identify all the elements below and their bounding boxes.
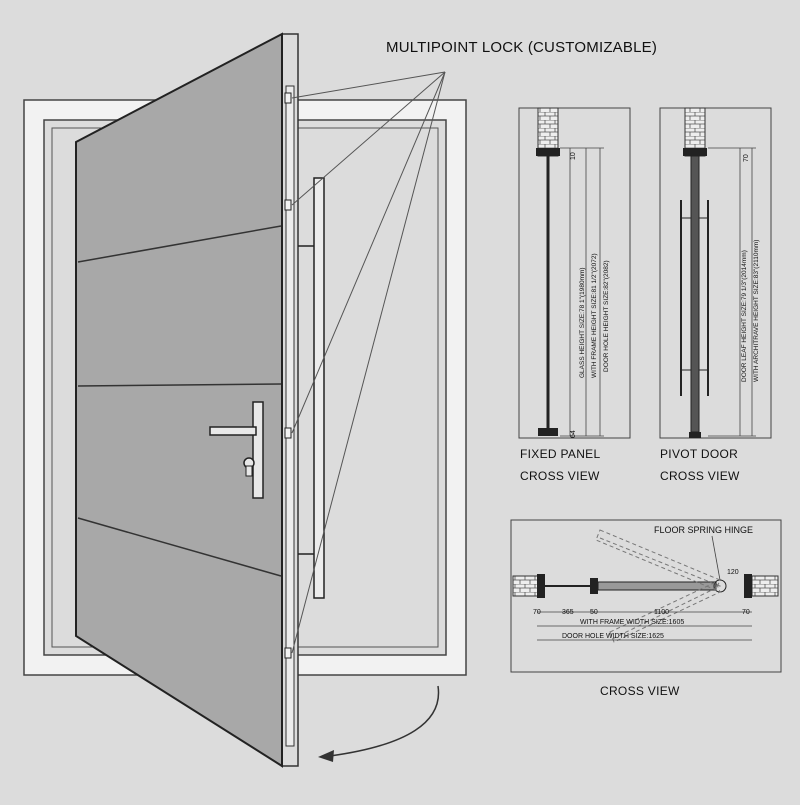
pivot-door-caption-1: PIVOT DOOR — [660, 447, 739, 461]
pivot-door-caption-2: CROSS VIEW — [660, 469, 740, 483]
plan-view-box — [510, 519, 782, 673]
plan-swing-arc — [599, 537, 722, 641]
pivot-door-dim-2: WITH ARCHITRAVE HEIGHT SIZE:83"(2110mm) — [753, 240, 760, 382]
pivot-door-leaf — [690, 155, 700, 433]
door-leaf — [75, 32, 283, 768]
fixed-panel-box — [518, 107, 631, 439]
multipoint-lock-title: MULTIPOINT LOCK (CUSTOMIZABLE) — [386, 39, 658, 56]
pivot-door-box — [659, 107, 772, 439]
fixed-panel-caption-1: FIXED PANEL — [520, 447, 601, 461]
pivot-door-top-mark: 70 — [743, 154, 750, 162]
fixed-panel-dim-2: WITH FRAME HEIGHT SIZE:81 1/2"(2072) — [591, 253, 598, 378]
plan-view: FLOOR SPRING HINGE 70 365 50 1100 70 120… — [510, 519, 782, 673]
door-groove-1 — [77, 225, 282, 263]
fixed-panel-dim-1: GLASS HEIGHT SIZE:78 1"(1980mm) — [579, 267, 586, 378]
plan-view-caption: CROSS VIEW — [600, 684, 680, 698]
pivot-door-dim-1: DOOR LEAF HEIGHT SIZE:79 1/3"(2014mm) — [741, 250, 748, 382]
plan-dim-365: 365 — [562, 609, 574, 616]
door-perspective — [23, 32, 467, 768]
fixed-panel-dim-3: DOOR HOLE HEIGHT SIZE:82"(2082) — [603, 260, 610, 372]
swing-arrow — [318, 685, 440, 762]
pull-handle — [298, 177, 325, 599]
plan-frame-width: WITH FRAME WIDTH SIZE:1605 — [580, 619, 684, 626]
lock-leader-lines — [291, 71, 446, 654]
fixed-panel-view: 10 64 GLASS HEIGHT SIZE:78 1"(1980mm) WI… — [518, 107, 631, 439]
pivot-door-view: 70 DOOR LEAF HEIGHT SIZE:79 1/3"(2014mm)… — [659, 107, 772, 439]
fixed-panel-caption-2: CROSS VIEW — [520, 469, 600, 483]
jamb-inner — [285, 85, 295, 747]
lever-handle — [209, 401, 264, 499]
lock-points — [284, 92, 292, 659]
plan-wall-left — [512, 575, 540, 597]
plan-hole-width: DOOR HOLE WIDTH SIZE:1625 — [562, 633, 664, 640]
plan-dim-120: 120 — [727, 569, 739, 576]
plan-dim-70a: 70 — [533, 609, 541, 616]
plan-dim-70b: 70 — [742, 609, 750, 616]
door-groove-2 — [77, 383, 282, 387]
plan-dim-50: 50 — [590, 609, 598, 616]
fixed-panel-top-mark: 10 — [570, 152, 577, 160]
plan-dim-1100: 1100 — [654, 609, 669, 616]
plan-door-leaf — [597, 581, 717, 591]
plan-wall-right — [751, 575, 779, 597]
floor-spring-hinge-label: FLOOR SPRING HINGE — [654, 525, 753, 535]
fixed-panel-bottom-mark: 64 — [570, 430, 577, 438]
door-groove-3 — [77, 517, 282, 577]
